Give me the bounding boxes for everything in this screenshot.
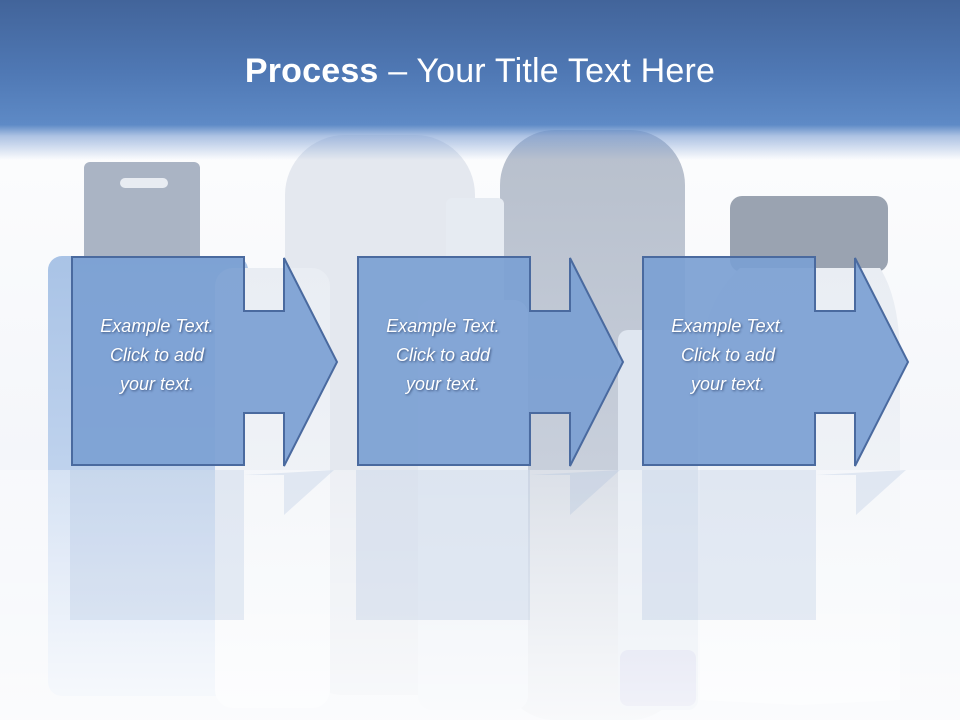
arrow-box-shape — [357, 256, 625, 467]
step-text: Example Text. Click to add your text. — [357, 312, 529, 399]
step-text-line: your text. — [405, 374, 481, 394]
step-text-line: Click to add — [680, 345, 776, 365]
step-text-line: Click to add — [395, 345, 491, 365]
arrow-box-shape — [71, 256, 339, 467]
step-text: Example Text. Click to add your text. — [642, 312, 814, 399]
bottom-fade-overlay — [0, 470, 960, 720]
step-text-line: your text. — [119, 374, 195, 394]
title-bold: Process — [244, 52, 379, 90]
header-band — [0, 0, 960, 160]
step-text-line: Click to add — [109, 345, 205, 365]
arrow-box-shape — [642, 256, 910, 467]
page-title[interactable]: Process – Your Title Text Here — [0, 52, 960, 91]
step-text-line: Example Text. — [100, 316, 214, 336]
step-reflections — [70, 470, 906, 620]
step-text-line: Example Text. — [386, 316, 500, 336]
step-text-line: Example Text. — [671, 316, 785, 336]
step-text: Example Text. Click to add your text. — [71, 312, 243, 399]
step-text-line: your text. — [690, 374, 766, 394]
title-rest: – Your Title Text Here — [378, 52, 716, 90]
